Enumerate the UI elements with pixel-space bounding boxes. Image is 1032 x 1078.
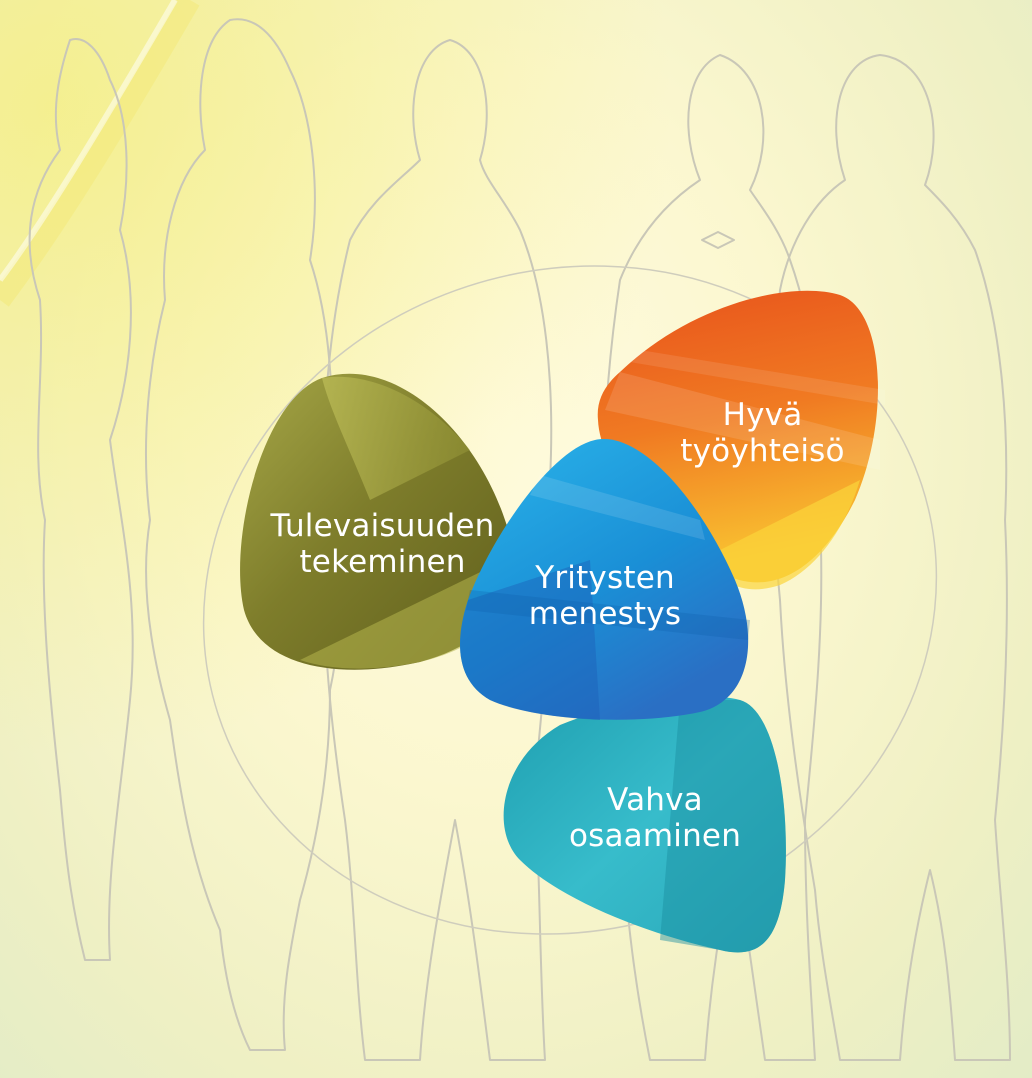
label-line: työyhteisö: [680, 433, 845, 469]
label-vahva-osaaminen: Vahva osaaminen: [545, 782, 765, 854]
person-silhouette-1: [28, 38, 134, 961]
label-line: osaaminen: [568, 818, 742, 854]
label-yritysten-menestys: Yritysten menestys: [500, 560, 710, 632]
label-line: Vahva: [607, 782, 703, 818]
petal-osaaminen: [503, 696, 786, 953]
person-silhouette-3: [322, 39, 553, 1061]
petal-menestys: [460, 439, 750, 720]
label-line: tekeminen: [299, 544, 466, 580]
label-tulevaisuuden-tekeminen: Tulevaisuuden tekeminen: [250, 508, 515, 580]
label-line: menestys: [528, 596, 682, 632]
label-line: Tulevaisuuden: [270, 508, 495, 544]
bow-tie-shape: [701, 231, 735, 249]
label-hyva-tyoyhteiso: Hyvä työyhteisö: [655, 397, 870, 469]
background-arc: [0, 0, 200, 307]
background-arc-highlight: [0, 0, 178, 282]
label-line: Hyvä: [722, 397, 803, 433]
petal-tulevaisuus: [240, 373, 514, 670]
label-line: Yritysten: [535, 560, 675, 596]
person-silhouette-2: [144, 18, 343, 1051]
